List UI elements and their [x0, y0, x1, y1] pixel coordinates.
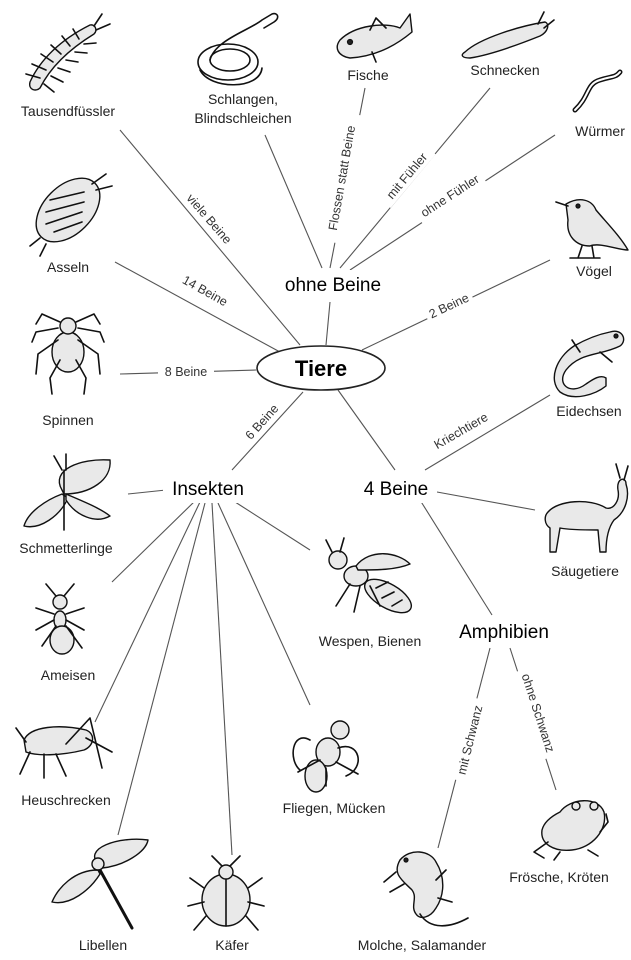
label-schnecken: Schnecken [470, 62, 539, 78]
edge-label-mit-schwanz: mit Schwanz [455, 704, 486, 776]
label-saeugetiere: Säugetiere [551, 563, 619, 579]
edge-label-flossen: Flossen statt Beine [326, 124, 358, 231]
worm-icon [575, 72, 620, 110]
edge-labels: viele Beine Flossen statt Beine mit Fühl… [158, 113, 560, 783]
edge-tiere-insekten [232, 392, 303, 470]
edge-label-8-beine: 8 Beine [165, 365, 207, 379]
label-kaefer: Käfer [215, 937, 249, 953]
edge-label-ohne-fuehler: ohne Fühler [418, 172, 482, 220]
millipede-icon [26, 14, 110, 92]
edge-label-2-beine: 2 Beine [427, 291, 471, 322]
animal-labels: Tausendfüssler Schlangen, Blindschleiche… [19, 62, 625, 953]
label-tausendfuessler: Tausendfüssler [21, 103, 116, 119]
label-fliegen: Fliegen, Mücken [283, 800, 386, 816]
edge-label-14-beine: 14 Beine [180, 273, 230, 309]
label-voegel: Vögel [576, 263, 612, 279]
label-molche: Molche, Salamander [358, 937, 487, 953]
edge-ohne-beine-schlangen [265, 135, 322, 268]
root-label: Tiere [295, 356, 347, 381]
edge-label-viele-beine: viele Beine [184, 191, 235, 246]
label-schmetterlinge: Schmetterlinge [19, 540, 113, 556]
hub-insekten: Insekten [172, 479, 244, 500]
woodlouse-icon [24, 166, 112, 256]
slug-icon [462, 12, 554, 58]
hub-4-beine: 4 Beine [364, 479, 428, 500]
label-wespen: Wespen, Bienen [319, 633, 421, 649]
label-ameisen: Ameisen [41, 667, 95, 683]
fly-icon [293, 721, 358, 792]
hub-ohne-beine: ohne Beine [285, 275, 381, 296]
edge-insekten-schmetterlinge [128, 490, 166, 494]
bird-icon [556, 200, 628, 258]
snake-icon [198, 14, 278, 85]
deer-icon [545, 464, 628, 552]
label-froesche: Frösche, Kröten [509, 869, 609, 885]
dragonfly-icon [52, 839, 148, 928]
salamander-icon [384, 852, 468, 926]
grasshopper-icon [16, 718, 112, 778]
edge-tiere-asseln [115, 262, 280, 352]
edge-tiere-tausendfuessler [120, 130, 300, 345]
edge-tiere-4-beine [338, 390, 395, 470]
label-schlangen-2: Blindschleichen [194, 110, 291, 126]
edge-insekten-libellen [118, 503, 205, 835]
wasp-icon [326, 538, 417, 619]
label-heuschrecken: Heuschrecken [21, 792, 111, 808]
edge-insekten-fliegen [218, 503, 310, 705]
edge-label-kriechtiere: Kriechtiere [432, 410, 491, 452]
spider-icon [32, 314, 104, 394]
edge-insekten-ameisen [112, 500, 196, 582]
edge-label-ohne-schwanz: ohne Schwanz [519, 672, 558, 754]
edge-tiere-ohne-beine [326, 302, 330, 345]
label-spinnen: Spinnen [42, 412, 93, 428]
label-schlangen-1: Schlangen, [208, 91, 278, 107]
edge-4-beine-amphibien [420, 500, 492, 615]
edge-4-beine-saeugetiere [437, 492, 535, 510]
label-asseln: Asseln [47, 259, 89, 275]
hub-labels: ohne Beine Insekten 4 Beine Amphibien [163, 270, 561, 646]
root-node: Tiere [257, 346, 385, 390]
edge-insekten-wespen [232, 500, 310, 550]
label-libellen: Libellen [79, 937, 127, 953]
beetle-icon [188, 856, 264, 930]
ant-icon [36, 584, 84, 654]
label-fische: Fische [347, 67, 388, 83]
frog-icon [534, 801, 608, 860]
edge-insekten-heuschrecken [95, 502, 200, 722]
lizard-icon [554, 331, 623, 396]
edge-insekten-kaefer [212, 503, 232, 855]
edge-label-mit-fuehler: mit Fühler [384, 150, 430, 202]
butterfly-icon [24, 454, 110, 530]
label-wuermer: Würmer [575, 123, 625, 139]
fish-icon [337, 14, 412, 62]
hub-amphibien: Amphibien [459, 622, 549, 643]
label-eidechsen: Eidechsen [556, 403, 621, 419]
